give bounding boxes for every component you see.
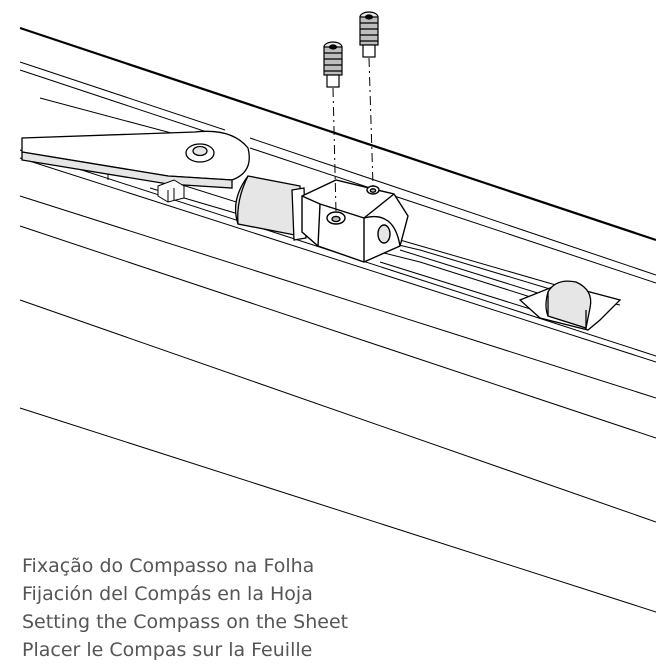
hex-socket-icon: [328, 44, 338, 50]
screw-hole-front-inner: [331, 215, 341, 223]
pivot-rivet-head: [192, 145, 208, 157]
caption-french: Placer le Compas sur la Feuille: [22, 639, 313, 661]
frame-line: [19, 195, 656, 399]
slider-knob: [547, 280, 592, 329]
rail-groove: [399, 239, 581, 293]
rail-groove: [399, 249, 561, 301]
frame-line: [19, 69, 226, 139]
frame-line: [249, 147, 656, 284]
sleeve-body: [234, 175, 301, 237]
frame-line: [249, 137, 656, 276]
block-rounded-face: [363, 215, 401, 247]
caption-spanish: Fijación del Compás en la Hoja: [22, 583, 313, 605]
frame-line: [39, 97, 191, 139]
screw-front-tip: [326, 74, 340, 88]
sleeve-edge: [237, 175, 249, 225]
compass-arm: [21, 130, 250, 189]
caption-block: Fixação do Compasso na Folha Fijación de…: [22, 552, 348, 664]
latch-block: [157, 179, 185, 203]
caption-portuguese: Fixação do Compasso na Folha: [22, 555, 315, 577]
alignment-line-rear: [368, 57, 374, 187]
block-top-edge: [301, 193, 395, 219]
frame-top-edge: [19, 26, 656, 242]
caption-english: Setting the Compass on the Sheet: [22, 611, 349, 633]
frame-line: [19, 61, 226, 131]
block-body: [301, 179, 409, 263]
alignment-line-front: [332, 87, 337, 213]
frame-line: [19, 225, 656, 439]
block-side-edge: [317, 203, 321, 247]
frame-line: [19, 299, 656, 523]
hex-socket-icon: [364, 14, 374, 20]
screw-alignment-lines: [332, 57, 374, 213]
arm-latch: [157, 179, 185, 203]
fixing-block: [301, 179, 409, 263]
set-screw-front: [323, 41, 343, 88]
frame-line: [19, 157, 656, 363]
rail-groove: [379, 261, 541, 313]
frame-line: [19, 407, 656, 613]
screw-rear-tip: [362, 44, 376, 58]
set-screw-rear: [359, 11, 379, 58]
screw-hole-rear-inner: [369, 188, 377, 193]
side-bore-icon: [377, 224, 391, 244]
compass-arm-side: [21, 151, 233, 189]
frame-profile-lines: [19, 26, 656, 613]
slider-knob-edge: [545, 291, 549, 317]
rear-slider: [518, 280, 622, 331]
